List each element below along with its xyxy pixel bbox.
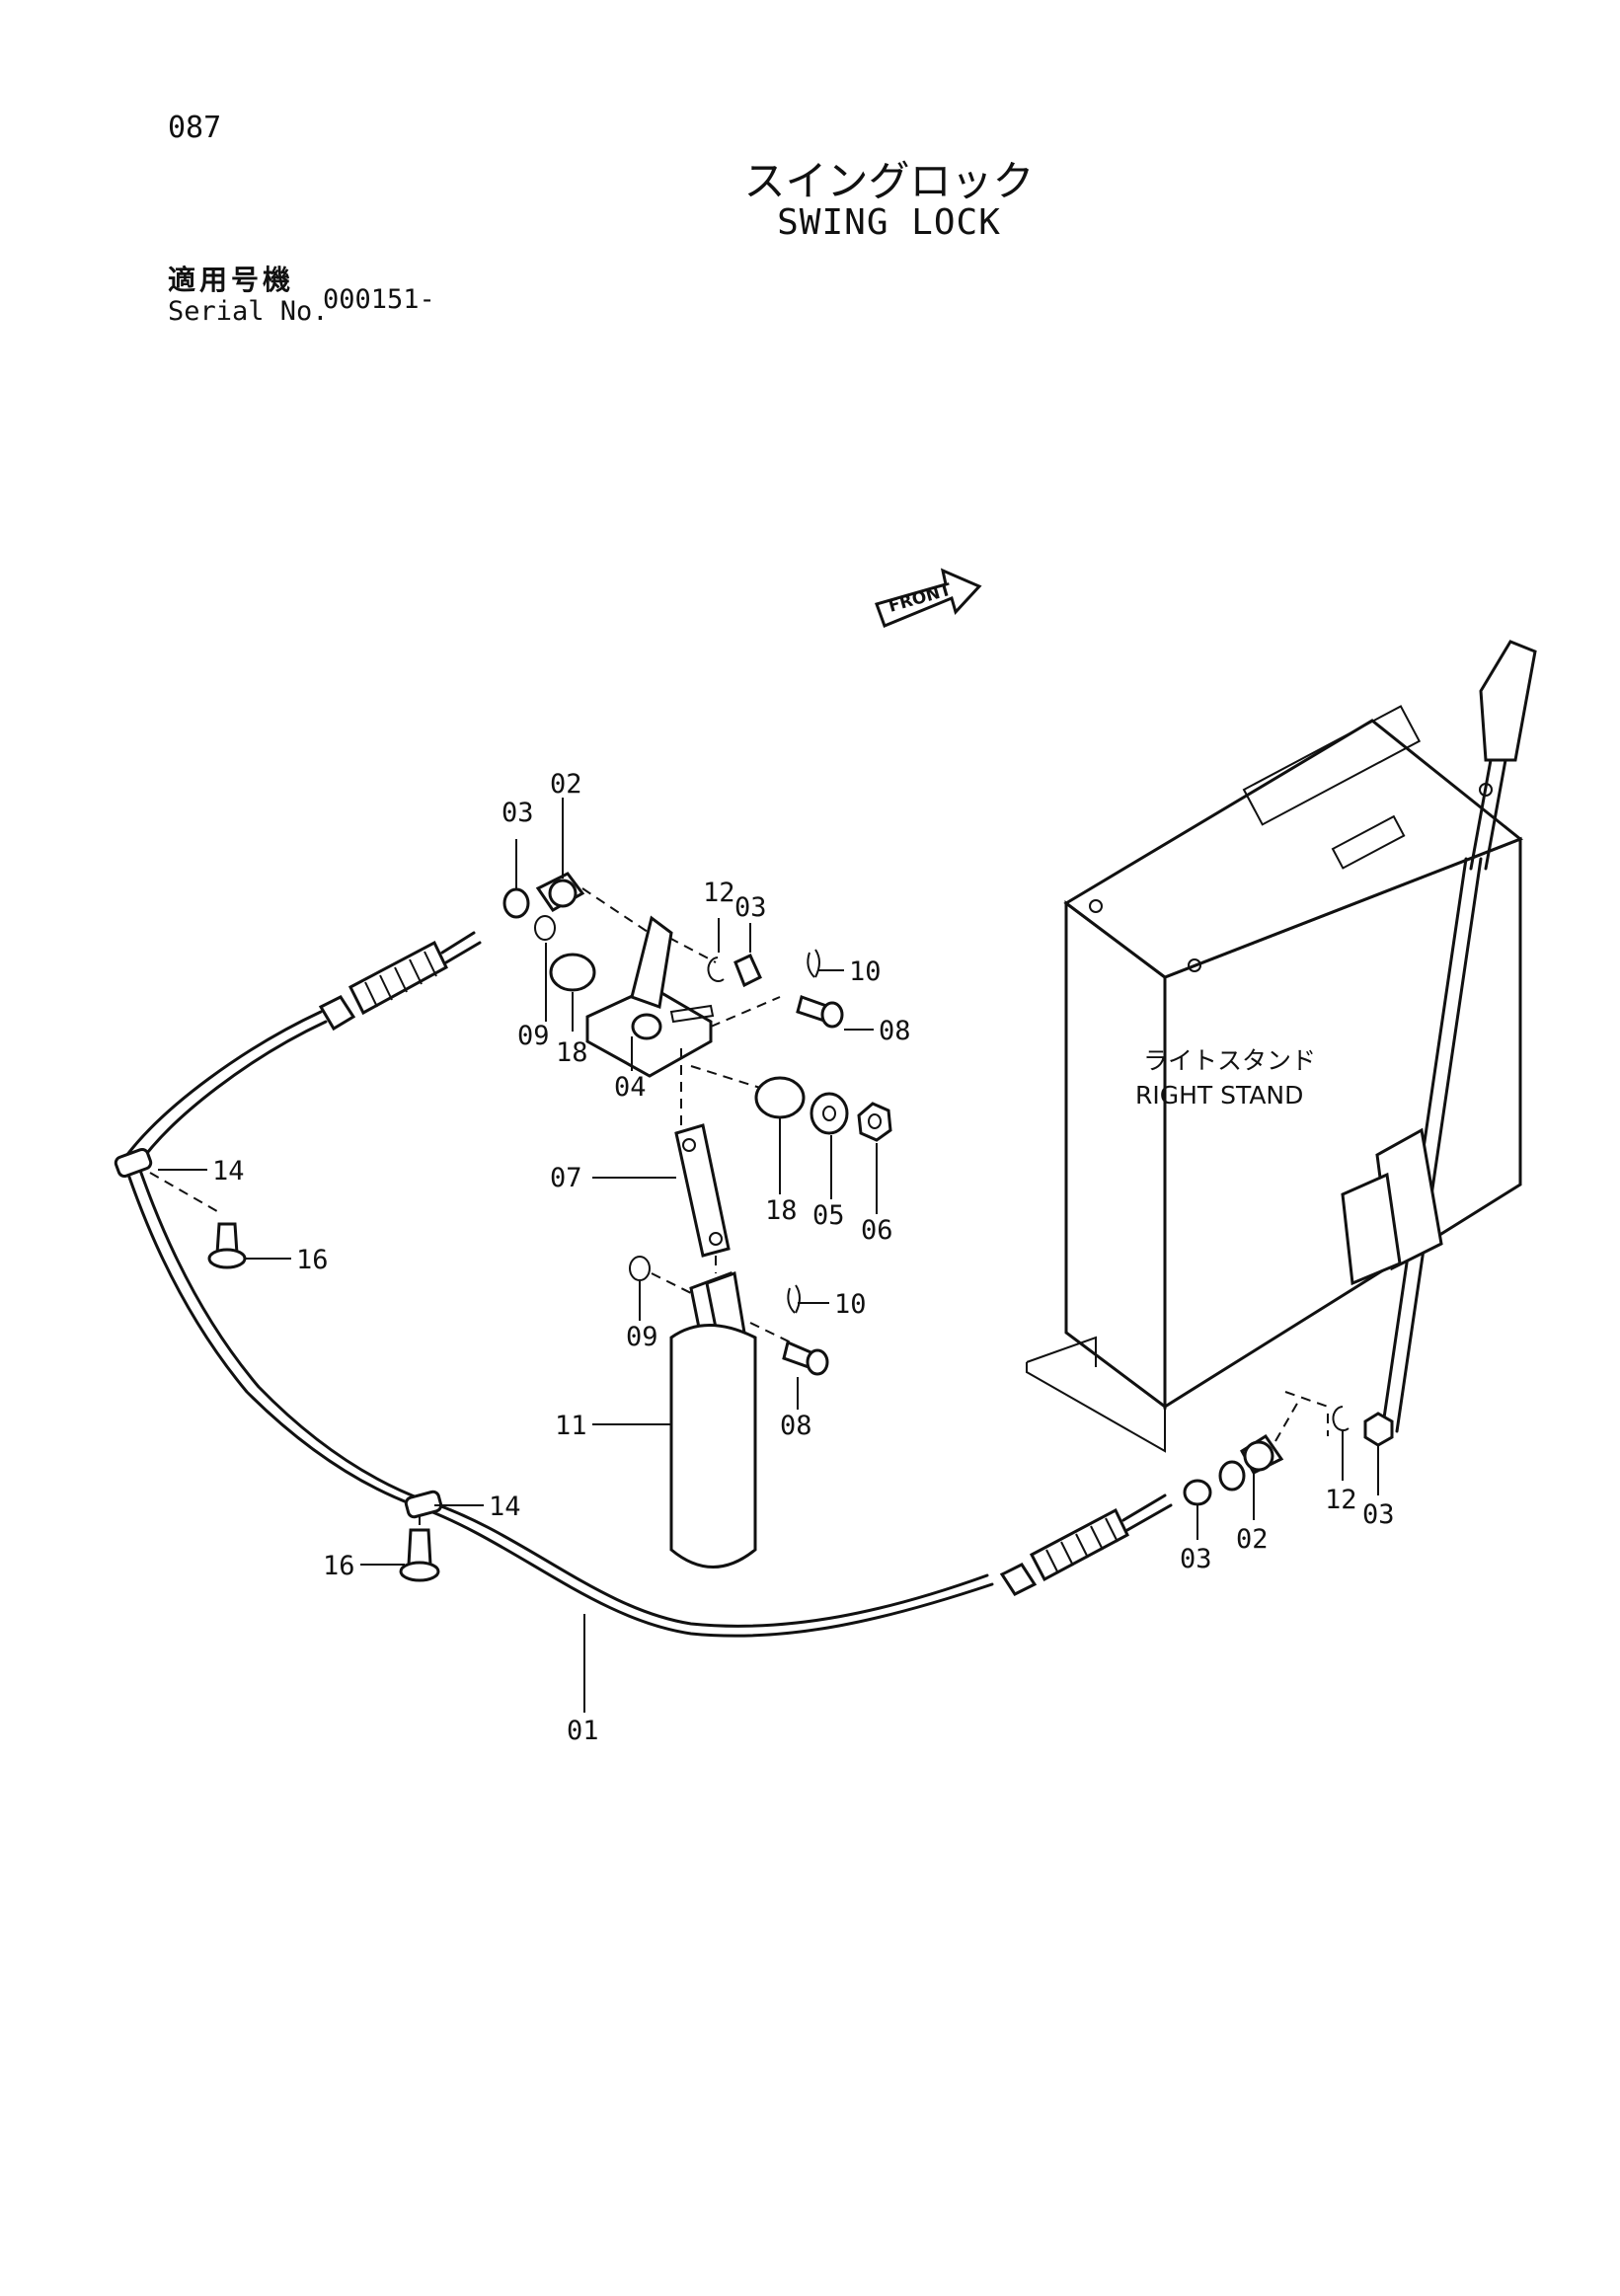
callout-07: 07 bbox=[550, 1163, 582, 1193]
callout-11: 11 bbox=[555, 1411, 587, 1441]
callout-08-bottom: 08 bbox=[780, 1411, 812, 1441]
callout-08-top: 08 bbox=[879, 1016, 911, 1046]
page-number: 087 bbox=[168, 111, 222, 145]
right-stand-label-jp: ライトスタンド bbox=[1143, 1046, 1316, 1075]
callout-09-top: 09 bbox=[517, 1021, 550, 1051]
serial-label-english: Serial No. bbox=[168, 296, 329, 327]
callout-05: 05 bbox=[812, 1200, 845, 1231]
callout-18-bottom: 18 bbox=[765, 1195, 798, 1226]
callout-09-bottom: 09 bbox=[626, 1322, 658, 1352]
lower-hardware bbox=[1183, 1401, 1394, 1506]
serial-number-value: 000151- bbox=[323, 284, 435, 315]
callout-04: 04 bbox=[614, 1072, 647, 1103]
serial-label-japanese: 適用号機 bbox=[168, 264, 295, 296]
link-and-cylinder bbox=[629, 1048, 829, 1569]
right-stand: ライトスタンド RIGHT STAND bbox=[1026, 640, 1537, 1453]
title-japanese: スイングロック bbox=[743, 157, 1035, 205]
callout-03-top-left: 03 bbox=[501, 798, 534, 828]
title-english: SWING LOCK bbox=[777, 202, 1001, 243]
callout-10-top: 10 bbox=[849, 957, 882, 987]
callout-labels: 03 02 12 03 10 08 09 18 04 18 05 06 07 0… bbox=[212, 769, 1395, 1746]
callout-14-left: 14 bbox=[212, 1156, 245, 1186]
callout-18-top: 18 bbox=[556, 1037, 588, 1068]
right-stand-label-en: RIGHT STAND bbox=[1135, 1081, 1303, 1110]
callout-01: 01 bbox=[567, 1716, 599, 1746]
callout-14-bottom: 14 bbox=[489, 1492, 521, 1522]
callout-03-top-right: 03 bbox=[734, 892, 767, 923]
callout-16-bottom: 16 bbox=[323, 1551, 355, 1581]
callout-02-top: 02 bbox=[550, 769, 582, 800]
control-cable bbox=[114, 931, 1173, 1638]
callout-02-bottom: 02 bbox=[1236, 1524, 1269, 1555]
callout-leaders bbox=[158, 798, 1379, 1713]
callout-06: 06 bbox=[861, 1215, 893, 1246]
callout-12-bottom: 12 bbox=[1325, 1485, 1357, 1515]
callout-12-top: 12 bbox=[703, 878, 735, 908]
callout-03-bottom-right: 03 bbox=[1362, 1499, 1395, 1530]
front-arrow: FRONT bbox=[875, 568, 982, 628]
callout-03-bottom-left: 03 bbox=[1180, 1544, 1212, 1574]
upper-hardware bbox=[502, 872, 892, 1142]
callout-16-left: 16 bbox=[296, 1245, 329, 1275]
callout-10-bottom: 10 bbox=[834, 1289, 867, 1320]
